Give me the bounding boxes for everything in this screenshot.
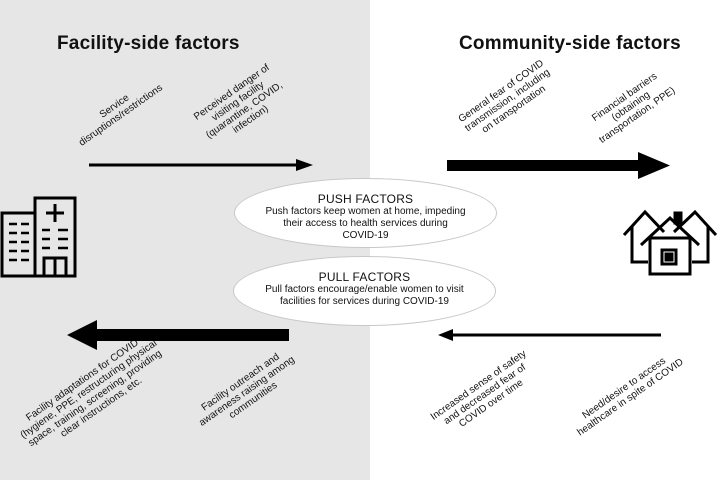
arrow-top-left (89, 159, 313, 171)
hospital-building-icon (0, 196, 77, 278)
push-factors-ellipse: PUSH FACTORS Push factors keep women at … (234, 178, 497, 248)
arrow-bottom-left (67, 320, 289, 350)
arrow-top-right (447, 152, 670, 179)
push-factors-description: Push factors keep women at home, impedin… (265, 206, 466, 241)
pull-factors-description: Pull factors encourage/enable women to v… (265, 284, 464, 307)
pull-factors-title: PULL FACTORS (318, 270, 411, 284)
houses-icon (622, 209, 718, 276)
community-side-heading: Community-side factors (459, 33, 681, 54)
push-factors-title: PUSH FACTORS (317, 192, 414, 206)
arrow-bottom-right (438, 329, 661, 341)
pull-factors-ellipse: PULL FACTORS Pull factors encourage/enab… (233, 256, 496, 326)
facility-side-heading: Facility-side factors (57, 33, 240, 54)
